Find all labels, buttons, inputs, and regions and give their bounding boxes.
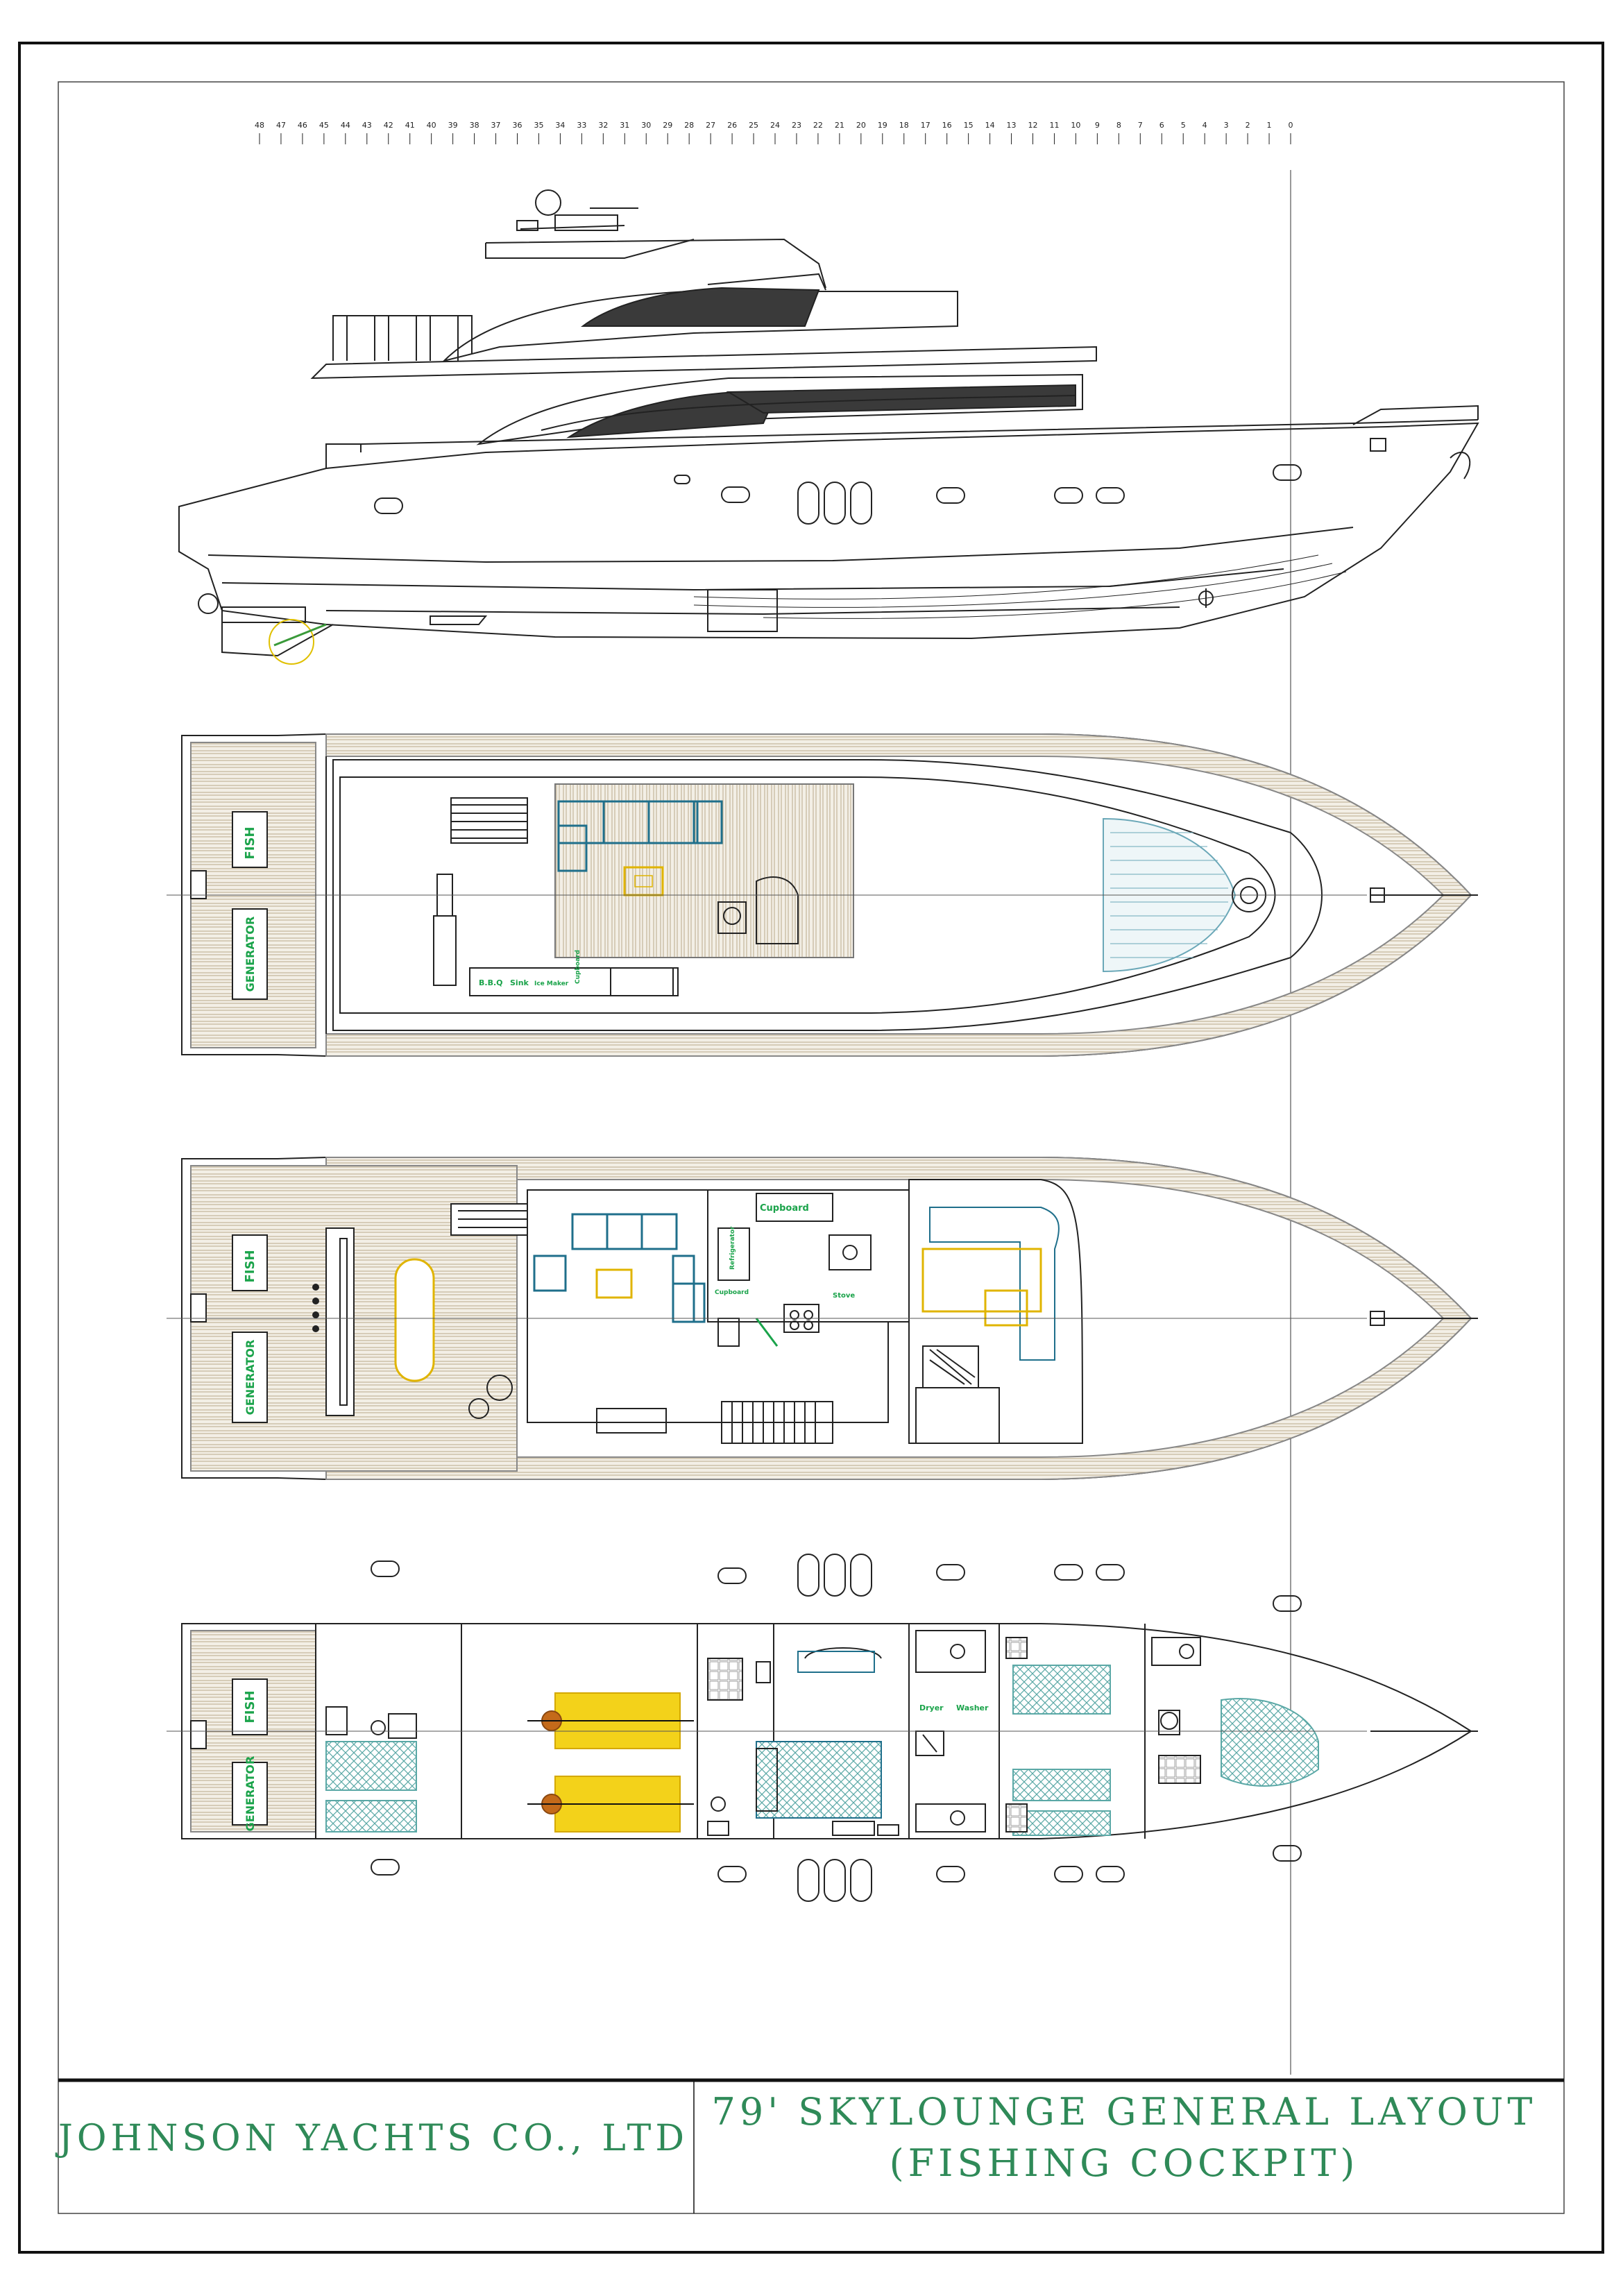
radar-dome-icon — [535, 189, 561, 216]
label-bbq: B.B.Q — [479, 978, 502, 987]
ruler-label: 14 — [985, 121, 995, 130]
outer-border — [18, 42, 1604, 2254]
propeller-icon — [198, 593, 219, 614]
ruler-label: 31 — [620, 121, 629, 130]
ruler-label: 15 — [964, 121, 974, 130]
ruler-label: 45 — [319, 121, 329, 130]
skylounge-window — [580, 287, 820, 327]
ruler-label: 38 — [470, 121, 479, 130]
label-cupboard-flybridge: Cupboard — [575, 950, 581, 984]
ruler-label: 12 — [1028, 121, 1038, 130]
ruler-label: 0 — [1289, 121, 1293, 130]
ruler-label: 17 — [921, 121, 931, 130]
ruler-label: 8 — [1116, 121, 1121, 130]
ruler-label: 23 — [792, 121, 801, 130]
ruler-label: 35 — [534, 121, 543, 130]
ruler-label: 22 — [813, 121, 823, 130]
ruler-label: 27 — [706, 121, 715, 130]
ruler-label: 29 — [663, 121, 672, 130]
main-deck-plan — [167, 1157, 1478, 1480]
label-ice-maker: Ice Maker — [534, 980, 569, 987]
ruler-label: 42 — [384, 121, 393, 130]
ruler-label: 2 — [1246, 121, 1250, 130]
flybridge-plan — [167, 733, 1478, 1057]
ruler-label: 13 — [1007, 121, 1017, 130]
portholes — [374, 464, 1302, 525]
hull-outline — [178, 422, 1479, 640]
engines — [527, 1692, 694, 1832]
ruler-label: 11 — [1049, 121, 1059, 130]
label-fish-flybridge: FISH — [243, 826, 257, 859]
label-refrigerator: Refrigerator — [729, 1226, 736, 1270]
ruler-label: 18 — [899, 121, 909, 130]
ruler-label: 19 — [878, 121, 887, 130]
label-fish-main: FISH — [243, 1250, 257, 1282]
drawing-subtitle: (FISHING COCKPIT) — [889, 2141, 1359, 2185]
title-block — [58, 2078, 1564, 2213]
ruler-label: 32 — [598, 121, 608, 130]
drawing-title: 79' SKYLOUNGE GENERAL LAYOUT — [711, 2090, 1537, 2134]
label-cupboard-galley: Cupboard — [760, 1203, 809, 1214]
ruler-label: 48 — [255, 121, 264, 130]
label-stove: Stove — [833, 1292, 855, 1300]
profile-view — [178, 189, 1479, 665]
inner-border — [58, 81, 1565, 2214]
ruler-label: 34 — [555, 121, 565, 130]
ruler-label: 20 — [856, 121, 866, 130]
ruler-label: 16 — [942, 121, 952, 130]
ruler-label: 25 — [749, 121, 758, 130]
label-generator-lower: GENERATOR — [244, 1756, 257, 1832]
ruler-label: 10 — [1071, 121, 1080, 130]
ruler-label: 30 — [641, 121, 651, 130]
ruler-label: 37 — [491, 121, 501, 130]
label-dryer: Dryer — [919, 1703, 944, 1712]
lower-deck-plan — [167, 1554, 1478, 1902]
company-name: JOHNSON YACHTS CO., LTD — [58, 2118, 689, 2159]
label-cupboard-galley-2: Cupboard — [715, 1289, 749, 1296]
ruler-label: 41 — [405, 121, 415, 130]
ruler-label: 4 — [1203, 121, 1207, 130]
label-washer: Washer — [956, 1703, 989, 1712]
ruler-label: 26 — [727, 121, 737, 130]
ruler-label: 43 — [362, 121, 372, 130]
ruler-label: 36 — [513, 121, 522, 130]
lower-portholes — [371, 1554, 1302, 1902]
ruler-label: 21 — [835, 121, 844, 130]
ruler-label: 7 — [1138, 121, 1143, 130]
main-saloon-roof — [476, 373, 1083, 445]
ruler-label: 6 — [1159, 121, 1164, 130]
ruler-label: 9 — [1095, 121, 1100, 130]
ruler-label: 24 — [770, 121, 780, 130]
ruler-label: 44 — [341, 121, 350, 130]
label-fish-lower: FISH — [243, 1690, 257, 1723]
ruler-label: 28 — [684, 121, 694, 130]
ruler-label: 5 — [1181, 121, 1186, 130]
ruler-label: 1 — [1267, 121, 1272, 130]
ruler-label: 33 — [577, 121, 586, 130]
ruler-label: 3 — [1224, 121, 1229, 130]
label-sink: Sink — [510, 978, 529, 987]
ruler-label: 40 — [427, 121, 436, 130]
label-generator-main: GENERATOR — [244, 1340, 257, 1415]
ruler-label: 47 — [276, 121, 286, 130]
ruler-label: 39 — [448, 121, 458, 130]
label-generator-flybridge: GENERATOR — [244, 917, 257, 992]
ruler-label: 46 — [298, 121, 307, 130]
